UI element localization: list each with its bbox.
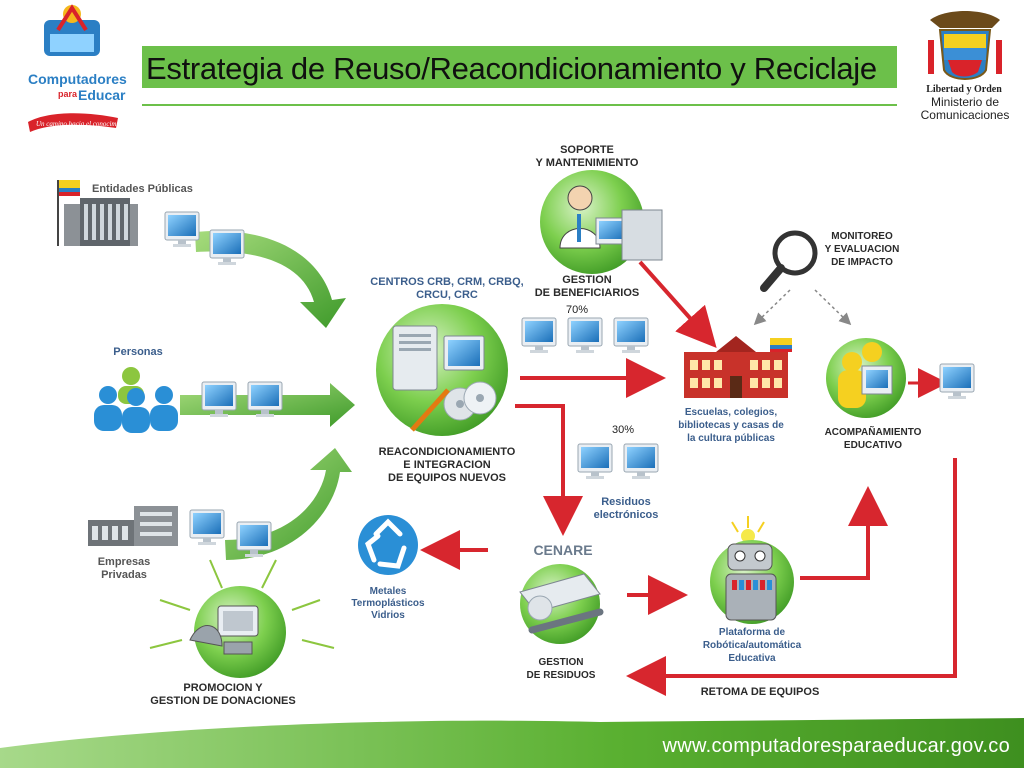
entidades-publicas-label: Entidades Públicas: [92, 183, 193, 195]
monitoreo-label: MONITOREO Y EVALUACION DE IMPACTO: [814, 230, 910, 269]
acompanamiento-line1: ACOMPAÑAMIENTO: [824, 427, 922, 438]
page-title: Estrategia de Reuso/Reacondicionamiento …: [146, 51, 877, 86]
computadores-para-educar-logo: Computadores para Educar Un camino hacia…: [28, 4, 131, 132]
monitoreo-line3: DE IMPACTO: [831, 257, 893, 268]
reacond-line2: E INTEGRACION: [403, 459, 491, 471]
personas-label: Personas: [113, 346, 163, 358]
metales-line1: Metales: [369, 586, 407, 597]
residuos-label: Residuos electrónicos: [586, 496, 666, 522]
escuelas-building-icon: [684, 336, 792, 398]
empresas-line2: Privadas: [101, 569, 147, 581]
ministry-line1: Ministerio de: [930, 95, 1000, 109]
escuelas-label: Escuelas, colegios, bibliotecas y casas …: [656, 406, 806, 445]
monitor-icon: [164, 211, 200, 248]
colombia-seal: [928, 11, 1002, 80]
monitor-icon: [577, 443, 613, 480]
monitor-icon: [521, 317, 557, 354]
metales-line3: Vidrios: [371, 610, 405, 621]
personas-group-icon: [94, 367, 178, 433]
seal-motto: Libertad y Orden: [926, 84, 1002, 95]
empresas-privadas-label: Empresas Privadas: [84, 556, 164, 582]
acompanamiento-line2: EDUCATIVO: [843, 440, 903, 451]
monitor-icon: [939, 363, 975, 400]
gestion-beneficiarios-label: GESTION DE BENEFICIARIOS: [522, 274, 652, 300]
monitoreo-line1: MONITOREO: [831, 231, 893, 242]
gestion-benef-line2: DE BENEFICIARIOS: [534, 287, 640, 299]
arrow-soporte-to-escuelas: [638, 260, 717, 348]
plataforma-label: Plataforma de Robótica/automática Educat…: [690, 626, 814, 665]
arrow-retoma: [626, 458, 957, 696]
promocion-line1: PROMOCION Y: [183, 682, 263, 694]
svg-text:para: para: [58, 89, 78, 99]
ministry-label: Ministerio de Comunicaciones: [910, 96, 1020, 122]
soporte-line1: SOPORTE: [560, 144, 614, 156]
escuelas-line1: Escuelas, colegios,: [684, 407, 778, 418]
acompanamiento-label: ACOMPAÑAMIENTO EDUCATIVO: [818, 426, 928, 452]
soporte-label: SOPORTE Y MANTENIMIENTO: [522, 144, 652, 170]
acompanamiento-educativo-icon: [826, 338, 906, 418]
monitor-icon: [209, 229, 245, 266]
residuos-line2: electrónicos: [593, 509, 659, 521]
svg-text:Computadores: Computadores: [28, 71, 127, 87]
soporte-line2: Y MANTENIMIENTO: [535, 157, 639, 169]
metales-line2: Termoplásticos: [351, 598, 425, 609]
gestion-residuos-line2: DE RESIDUOS: [526, 670, 596, 681]
recycle-icon: [358, 515, 418, 575]
empresas-privadas-building-icon: [88, 506, 178, 546]
empresas-line1: Empresas: [97, 556, 151, 568]
monitor-icon: [613, 317, 649, 354]
gestion-residuos-line1: GESTION: [538, 657, 584, 668]
plataforma-robotica-icon: [710, 516, 794, 624]
title-bar: [142, 46, 897, 88]
percent-30: 30%: [612, 424, 635, 436]
promocion-donaciones-icon: [149, 559, 335, 678]
monitor-icon: [567, 317, 603, 354]
cenare-label: CENARE: [533, 542, 593, 558]
magnifier-icon: [760, 230, 818, 292]
cenare-icon: [519, 564, 604, 644]
monitor-icon: [189, 509, 225, 546]
monitor-icon: [623, 443, 659, 480]
escuelas-line2: bibliotecas y casas de: [678, 420, 784, 431]
svg-text:Educar: Educar: [78, 87, 126, 103]
plataforma-line1: Plataforma de: [718, 627, 786, 638]
arrow-monitoreo-left: [753, 289, 791, 326]
footer-band: [0, 718, 1024, 768]
retoma-label: RETOMA DE EQUIPOS: [700, 686, 820, 698]
reacond-line1: REACONDICIONAMIENTO: [378, 446, 516, 458]
reacond-line3: DE EQUIPOS NUEVOS: [388, 472, 506, 484]
centros-line2: CRCU, CRC: [416, 289, 478, 301]
monitoreo-line2: Y EVALUACION: [824, 244, 900, 255]
footer-url[interactable]: www.computadoresparaeducar.gov.co: [662, 735, 1010, 757]
reacondicionamiento-label: REACONDICIONAMIENTO E INTEGRACION DE EQU…: [362, 446, 532, 485]
reacondicionamiento-icon: [376, 304, 508, 436]
promocion-line2: GESTION DE DONACIONES: [150, 695, 296, 707]
arrow-plataforma-to-acompanamiento: [800, 486, 888, 580]
entidades-publicas-building-icon: [57, 180, 138, 246]
centros-line1: CENTROS CRB, CRM, CRBQ,: [370, 276, 524, 288]
gestion-benef-line1: GESTION: [562, 274, 612, 286]
promocion-label: PROMOCION Y GESTION DE DONACIONES: [148, 682, 298, 708]
gestion-residuos-label: GESTION DE RESIDUOS: [516, 656, 606, 682]
centros-label: CENTROS CRB, CRM, CRBQ, CRCU, CRC: [352, 276, 542, 302]
svg-text:Un camino hacia el conocimient: Un camino hacia el conocimiento: [36, 120, 131, 128]
arrow-entidades-to-centros: [195, 230, 346, 328]
plataforma-line3: Educativa: [728, 653, 776, 664]
residuos-line1: Residuos: [601, 496, 651, 508]
arrow-centros-to-cenare: [515, 404, 583, 536]
materiales-label: Metales Termoplásticos Vidrios: [348, 586, 428, 622]
escuelas-line3: la cultura públicas: [687, 433, 775, 444]
soporte-mantenimiento-icon: [540, 170, 663, 274]
plataforma-line2: Robótica/automática: [702, 640, 802, 651]
arrow-monitoreo-right: [814, 289, 852, 326]
percent-70: 70%: [566, 304, 589, 316]
title-underline: [142, 104, 897, 106]
ministry-line2: Comunicaciones: [920, 108, 1010, 122]
